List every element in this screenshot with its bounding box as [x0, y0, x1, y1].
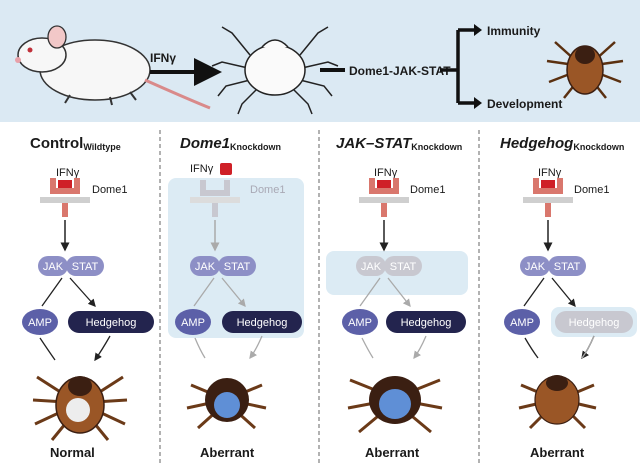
stat-pill	[66, 256, 104, 276]
jak-pill	[190, 256, 220, 276]
amp-label: AMP	[348, 317, 372, 329]
tick-outline-illustration	[211, 26, 339, 115]
amp-node	[22, 309, 58, 335]
jak-pill	[38, 256, 68, 276]
hedgehog-label: Hedgehog	[86, 317, 137, 329]
amp-label: AMP	[181, 317, 205, 329]
stat-label: STAT	[224, 261, 251, 273]
panel-title: JAK–STATKnockdown	[336, 135, 462, 152]
jak-pill	[520, 256, 550, 276]
jak-pill	[356, 256, 386, 276]
ifn-label: IFNγ	[374, 167, 398, 179]
pathway-branch-lines	[440, 28, 478, 105]
aberrant-tick-illustration	[347, 376, 443, 434]
normal-tick-illustration	[32, 375, 128, 441]
membrane	[523, 197, 573, 203]
panel-jakstat-knockdown: JAK–STATKnockdown IFNγ Dome1 JAK STAT AM…	[336, 135, 466, 460]
outcome-label: Normal	[50, 445, 95, 460]
aberrant-tick-illustration	[518, 375, 597, 430]
adult-tick-illustration	[546, 41, 624, 99]
outcome-label: Aberrant	[200, 445, 255, 460]
header-immunity-label: Immunity	[487, 24, 541, 38]
stat-pill	[218, 256, 256, 276]
amp-node	[175, 309, 211, 335]
outcome-label: Aberrant	[365, 445, 420, 460]
membrane	[190, 197, 240, 203]
membrane	[359, 197, 409, 203]
hedgehog-label: Hedgehog	[569, 317, 620, 329]
panel-title: HedgehogKnockdown	[500, 135, 624, 152]
hedgehog-pill	[68, 311, 154, 333]
hedgehog-pill	[386, 311, 466, 333]
ifn-square	[220, 163, 232, 175]
hedgehog-label: Hedgehog	[237, 317, 288, 329]
outcome-label: Aberrant	[530, 445, 585, 460]
jak-label: JAK	[525, 261, 546, 273]
receptor-label: Dome1	[574, 184, 609, 196]
hedgehog-pill	[222, 311, 302, 333]
amp-node	[504, 309, 540, 335]
header-ifn-label: IFNγ	[150, 51, 176, 65]
membrane	[40, 197, 90, 203]
ifn-label: IFNγ	[190, 163, 214, 175]
receptor-label: Dome1	[410, 184, 445, 196]
stat-pill	[384, 256, 422, 276]
aberrant-tick-illustration	[186, 378, 267, 430]
header-development-label: Development	[487, 97, 562, 111]
hedgehog-pill	[555, 311, 633, 333]
stat-label: STAT	[554, 261, 581, 273]
stat-label: STAT	[390, 261, 417, 273]
ifn-label: IFNγ	[538, 167, 562, 179]
amp-node	[342, 309, 378, 335]
panel-dome1-knockdown: Dome1Knockdown IFNγ Dome1 JAK STAT AMP H…	[175, 135, 302, 460]
jak-label: JAK	[195, 261, 216, 273]
stat-label: STAT	[72, 261, 99, 273]
amp-label: AMP	[28, 317, 52, 329]
panel-title: Dome1Knockdown	[180, 135, 281, 152]
amp-label: AMP	[510, 317, 534, 329]
ifn-label: IFNγ	[56, 167, 80, 179]
stat-pill	[548, 256, 586, 276]
hedgehog-label: Hedgehog	[401, 317, 452, 329]
panel-title: ControlWildtype	[30, 135, 121, 152]
jak-label: JAK	[361, 261, 382, 273]
panel-control: ControlWildtype IFNγ Dome1 JAK STAT AMP …	[22, 135, 154, 460]
panel-hedgehog-knockdown: HedgehogKnockdown IFNγ Dome1 JAK STAT AM…	[500, 135, 633, 460]
header-pathway-label: Dome1-JAK-STAT	[349, 64, 451, 78]
receptor-label: Dome1	[92, 184, 127, 196]
receptor-label: Dome1	[250, 184, 285, 196]
jak-label: JAK	[43, 261, 64, 273]
